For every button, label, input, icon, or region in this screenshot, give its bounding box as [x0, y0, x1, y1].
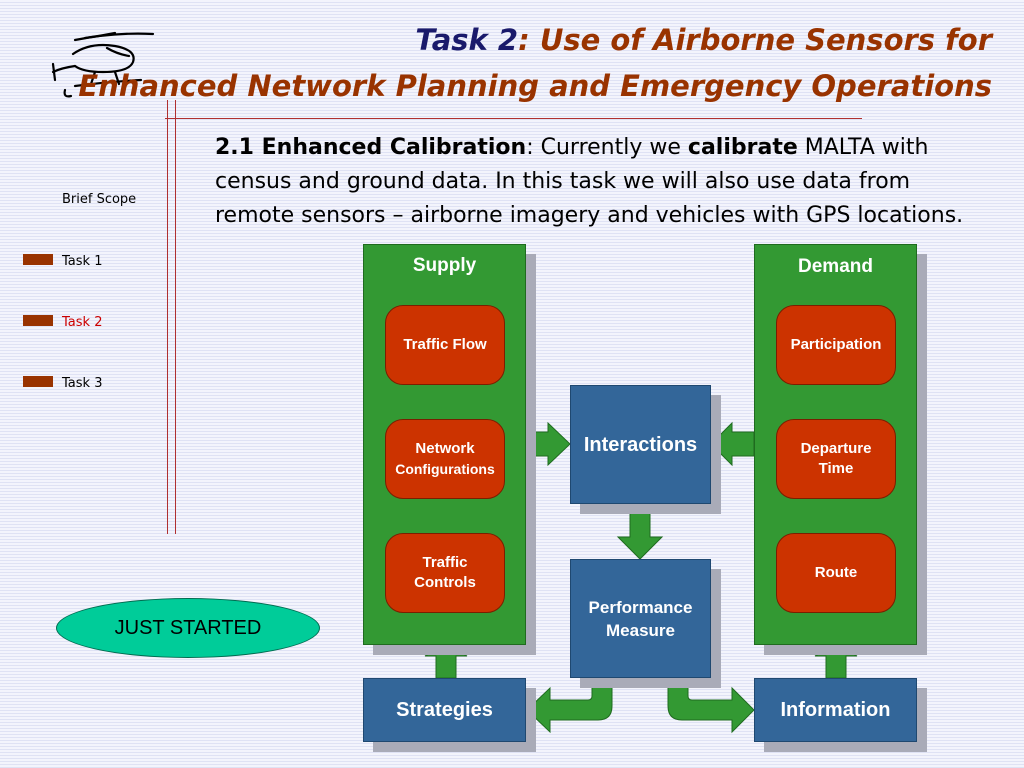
strategies-box: Strategies	[363, 678, 526, 742]
departure-label: Departure	[800, 440, 872, 457]
helicopter-icon	[51, 31, 155, 98]
body-heading: 2.1 Enhanced Calibration	[215, 135, 527, 160]
arrow-curve-left-icon	[526, 677, 613, 734]
body-paragraph: 2.1 Enhanced Calibration: Currently we c…	[215, 131, 995, 233]
bullet-icon	[23, 254, 53, 265]
title-divider	[165, 118, 862, 119]
arrow-curve-right-icon	[667, 677, 755, 734]
sidebar-item-task-2[interactable]: Task 2	[62, 315, 103, 330]
arrow-up-icon	[814, 644, 858, 679]
sidebar-item-task-3[interactable]: Task 3	[62, 376, 103, 391]
title-task-number: Task 2	[415, 23, 519, 57]
arrow-left-icon	[710, 421, 755, 467]
bullet-icon	[23, 376, 53, 387]
supply-label: Supply	[412, 255, 477, 276]
sidebar-divider-left	[167, 100, 168, 534]
departure-time-box: Departure Time	[776, 419, 896, 499]
traffic-flow-box: Traffic Flow	[385, 305, 505, 385]
performance-measure-box: Performance Measure	[570, 559, 711, 678]
traffic-flow-label: Traffic Flow	[403, 336, 487, 353]
traffic-controls-box: Traffic Controls	[385, 533, 505, 613]
participation-label: Participation	[790, 336, 882, 353]
participation-box: Participation	[776, 305, 896, 385]
sidebar-divider-right	[175, 100, 176, 534]
network-configurations-box: Network Configurations	[385, 419, 505, 499]
time-label: Time	[818, 460, 854, 477]
body-text-1: : Currently we	[526, 135, 688, 160]
arrow-down-icon	[616, 503, 664, 560]
measure-label: Measure	[606, 621, 675, 640]
body-text-2: MALTA with census and ground data. In th…	[215, 135, 964, 228]
configurations-label: Configurations	[395, 461, 495, 477]
information-label: Information	[780, 698, 891, 721]
network-label: Network	[415, 440, 475, 457]
title-colon: :	[518, 23, 530, 57]
controls-label: Controls	[414, 574, 476, 591]
interactions-box: Interactions	[570, 385, 711, 504]
interactions-label: Interactions	[583, 434, 698, 456]
performance-label: Performance	[588, 598, 693, 617]
information-box: Information	[754, 678, 917, 742]
sidebar-item-task-1[interactable]: Task 1	[62, 254, 103, 269]
page-title-line1: Task 2: Use of Airborne Sensors for	[415, 23, 992, 57]
demand-label: Demand	[798, 256, 873, 277]
route-label: Route	[814, 564, 858, 581]
title-text: Use of Airborne Sensors for	[529, 23, 992, 57]
bullet-icon	[23, 315, 53, 326]
status-badge: JUST STARTED	[56, 598, 320, 658]
arrow-up-icon	[424, 644, 468, 679]
sidebar-item-brief-scope[interactable]: Brief Scope	[62, 192, 137, 207]
strategies-label: Strategies	[396, 698, 493, 721]
page-title-line2: Enhanced Network Planning and Emergency …	[78, 69, 992, 103]
body-bold-word: calibrate	[687, 135, 798, 160]
arrow-right-icon	[525, 421, 571, 467]
traffic-label: Traffic	[422, 554, 468, 571]
route-box: Route	[776, 533, 896, 613]
